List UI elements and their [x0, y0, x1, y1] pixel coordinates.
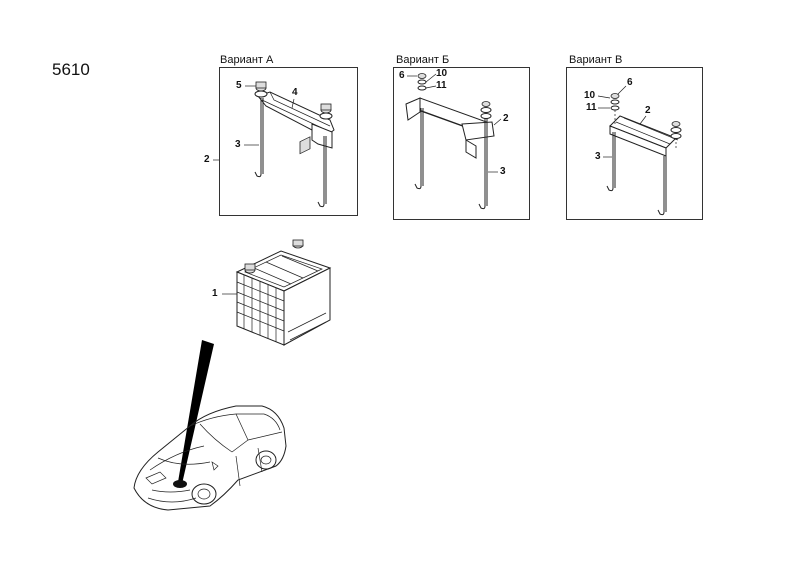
variant-b-label-10: 10: [436, 68, 448, 79]
battery-location-marker: [173, 480, 187, 488]
variant-b-label-3: 3: [500, 166, 506, 177]
variant-a-label-4: 4: [292, 87, 298, 98]
variant-a-label-5: 5: [236, 80, 242, 91]
variant-b-label-2: 2: [503, 113, 509, 124]
page-code: 5610: [52, 60, 90, 79]
variant-v-label-2: 2: [645, 105, 651, 116]
variant-b-panel: [393, 67, 530, 220]
variant-v-title: Вариант В: [569, 54, 623, 66]
battery-label-1: 1: [212, 288, 218, 299]
variant-a-title: Вариант А: [220, 54, 274, 66]
variant-a-bracket-drawing: [213, 81, 335, 208]
variant-b-bracket-drawing: [405, 73, 502, 210]
pointer-arrow: [178, 340, 214, 484]
variant-a-label-2: 2: [204, 154, 210, 165]
variant-v-label-3: 3: [595, 151, 601, 162]
variant-b-title: Вариант Б: [396, 54, 450, 66]
car-drawing: [133, 405, 287, 511]
battery-drawing: [222, 136, 332, 346]
variant-a-panel: [219, 67, 358, 216]
variant-b-label-6: 6: [399, 70, 405, 81]
variant-v-label-11: 11: [586, 102, 597, 113]
variant-a-label-3: 3: [235, 139, 241, 150]
variant-b-label-11: 11: [436, 80, 447, 91]
variant-v-bracket-drawing: [597, 85, 682, 216]
variant-v-label-6: 6: [627, 77, 633, 88]
variant-v-label-10: 10: [584, 90, 596, 101]
